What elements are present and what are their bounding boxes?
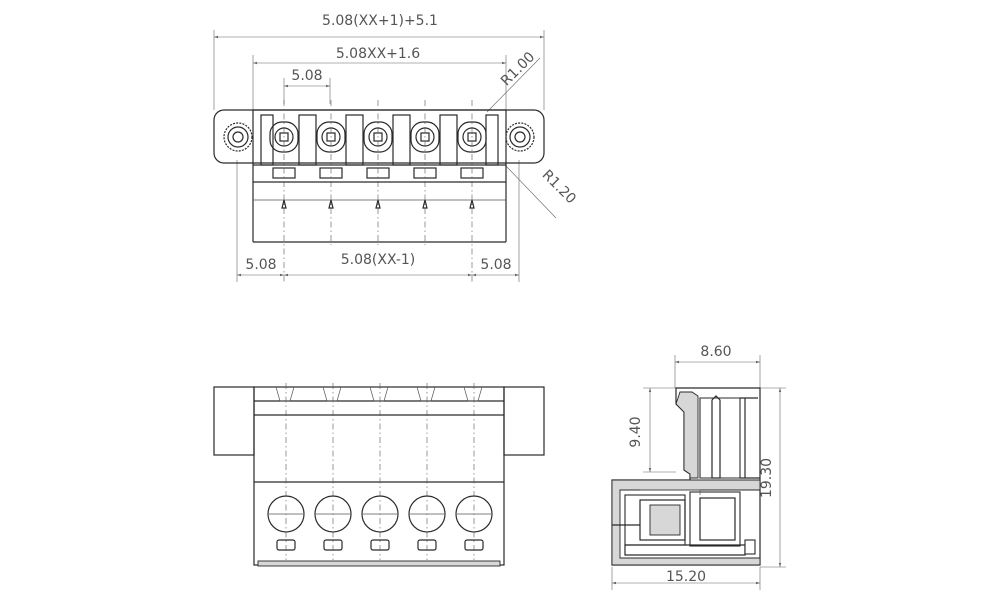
dim-height-text: 19.30: [759, 458, 775, 498]
terminal-center-lines: [283, 100, 473, 282]
dim-left-text: 5.08: [245, 257, 276, 273]
side-contact-pin: [711, 395, 721, 479]
radius-side-text: R1.20: [539, 167, 579, 207]
front-right-flange: [503, 386, 545, 456]
dim-overall-text: 5.08(XX+1)+5.1: [322, 13, 438, 29]
dim-depth-text: 15.20: [666, 569, 706, 585]
front-view: [213, 383, 545, 567]
top-view: 5.08(XX+1)+5.1 5.08XX+1.6 5.08 R1.00 R1.…: [213, 13, 579, 282]
left-screw-icon: [223, 122, 253, 152]
dim-inner-text: 5.08XX+1.6: [336, 46, 420, 62]
front-center-lines: [285, 383, 475, 560]
front-left-flange: [213, 386, 255, 456]
radius-side-leader: [504, 164, 557, 219]
front-top-notches: [275, 386, 483, 402]
radius-top-text: R1.00: [498, 49, 538, 89]
terminal-ribs: [260, 114, 499, 166]
dim-upper-text: 9.40: [628, 416, 644, 447]
housing-body: [252, 109, 507, 166]
dim-width-text: 8.60: [700, 344, 731, 360]
dim-pitch-text: 5.08: [291, 68, 322, 84]
front-body: [253, 386, 505, 566]
dim-right-text: 5.08: [480, 257, 511, 273]
side-view: 8.60 9.40 19.30 15.20: [611, 344, 786, 590]
mounting-flange: [213, 109, 545, 164]
dim-center-text: 5.08(XX-1): [341, 252, 416, 268]
right-screw-icon: [505, 122, 535, 152]
radius-top-leader: [486, 57, 541, 113]
